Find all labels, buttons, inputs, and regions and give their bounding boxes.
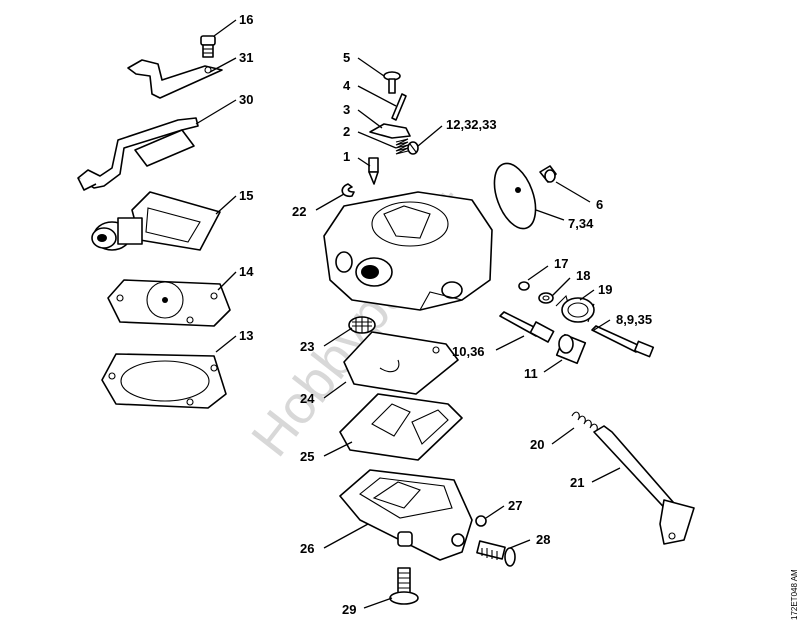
label-2: 2 xyxy=(343,124,350,139)
part-19-spring xyxy=(555,294,595,323)
part-16-screw xyxy=(200,35,216,58)
part-8-adjusting-screw xyxy=(591,325,655,358)
part-4-pin xyxy=(391,93,407,121)
part-29-screw xyxy=(389,567,419,605)
part-23-strainer xyxy=(348,316,376,334)
label-24: 24 xyxy=(300,391,315,406)
label-12-32-33: 12,32,33 xyxy=(446,117,497,132)
part-15-pump-cover xyxy=(91,191,221,251)
part-26-end-cover xyxy=(339,469,473,561)
label-30: 30 xyxy=(239,92,253,107)
label-29: 29 xyxy=(342,602,356,617)
label-8-9-35: 8,9,35 xyxy=(616,312,652,327)
label-22: 22 xyxy=(292,204,306,219)
label-11: 11 xyxy=(524,366,538,381)
part-11-limiter-cap xyxy=(555,333,587,365)
part-18-washer xyxy=(538,292,554,304)
leader-lines xyxy=(195,19,621,609)
part-13-gasket xyxy=(101,353,227,409)
part-22-circlip xyxy=(341,183,355,198)
label-17: 17 xyxy=(554,256,568,271)
part-24-gasket xyxy=(343,331,459,395)
label-31: 31 xyxy=(239,50,253,65)
label-18: 18 xyxy=(576,268,590,283)
part-25-metering-diaphragm xyxy=(339,393,463,461)
label-1: 1 xyxy=(343,149,350,164)
label-10-36: 10,36 xyxy=(452,344,485,359)
label-13: 13 xyxy=(239,328,253,343)
part-10-adjusting-screw xyxy=(499,311,555,343)
label-23: 23 xyxy=(300,339,314,354)
part-12-small-spring xyxy=(407,141,419,155)
part-30-lever xyxy=(77,117,199,191)
part-6-screw xyxy=(539,165,557,183)
label-3: 3 xyxy=(343,102,350,117)
label-21: 21 xyxy=(570,475,584,490)
part-7-throttle-shutter xyxy=(493,162,537,230)
part-21-throttle-shaft xyxy=(593,425,695,545)
part-12-spring xyxy=(395,138,409,155)
label-27: 27 xyxy=(508,498,522,513)
label-4: 4 xyxy=(343,78,351,93)
label-15: 15 xyxy=(239,188,253,203)
part-27-ball xyxy=(475,515,487,527)
part-labels: 16 31 30 15 14 13 5 4 3 2 1 12,32,33 22 … xyxy=(239,12,652,617)
label-16: 16 xyxy=(239,12,253,27)
label-25: 25 xyxy=(300,449,314,464)
label-5: 5 xyxy=(343,50,350,65)
label-7-34: 7,34 xyxy=(568,216,594,231)
label-6: 6 xyxy=(596,197,603,212)
drawing-code: 172ET048 AM xyxy=(790,569,799,620)
part-3-inlet-lever xyxy=(369,123,411,139)
label-19: 19 xyxy=(598,282,612,297)
label-28: 28 xyxy=(536,532,550,547)
label-26: 26 xyxy=(300,541,314,556)
label-20: 20 xyxy=(530,437,544,452)
part-1-inlet-needle xyxy=(368,157,379,185)
part-5-screw xyxy=(383,71,401,94)
part-31-bracket xyxy=(127,59,223,99)
part-20-torsion-spring xyxy=(571,411,598,433)
label-14: 14 xyxy=(239,264,254,279)
carburetor-body xyxy=(323,191,493,311)
part-17-o-ring xyxy=(518,281,530,291)
part-28-plug-screw xyxy=(476,540,516,567)
part-14-pump-diaphragm xyxy=(107,279,231,327)
